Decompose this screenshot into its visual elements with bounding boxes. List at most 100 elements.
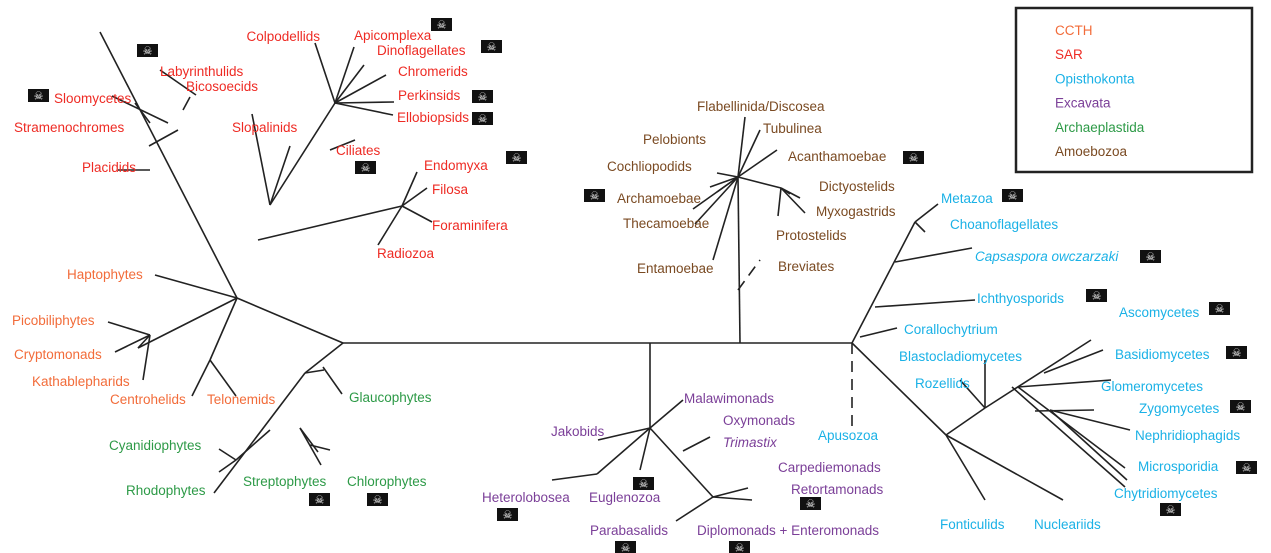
tree-branch bbox=[1049, 409, 1128, 481]
tree-branch bbox=[694, 176, 739, 225]
tree-branch bbox=[596, 427, 651, 475]
taxon-label-filosa: Filosa bbox=[432, 182, 469, 197]
tree-branch bbox=[154, 274, 238, 299]
tree-branch bbox=[1017, 379, 1112, 388]
tree-branch bbox=[334, 46, 355, 104]
legend-entry-sar: SAR bbox=[1055, 47, 1083, 62]
taxon-ascomycetes-skull-icon: ☠ bbox=[1209, 302, 1230, 316]
taxon-label-pelobionts: Pelobionts bbox=[643, 132, 706, 147]
tree-branch bbox=[334, 102, 394, 116]
taxon-label-choanoflagellates: Choanoflagellates bbox=[950, 217, 1058, 232]
taxon-label-malawimonads: Malawimonads bbox=[684, 391, 774, 406]
taxon-label-cyanidiophytes: Cyanidiophytes bbox=[109, 438, 202, 453]
taxon-label-carpediemonads: Carpediemonads bbox=[778, 460, 881, 475]
tree-branch bbox=[299, 427, 322, 466]
taxon-euglenozoa-skull-icon: ☠ bbox=[633, 477, 654, 491]
taxon-label-capsaspora: Capsaspora owczarzaki bbox=[975, 249, 1119, 264]
taxon-label-ellobiopsids: Ellobiopsids bbox=[397, 110, 469, 125]
taxon-basidiomycetes-skull-icon: ☠ bbox=[1226, 346, 1247, 360]
svg-text:☠: ☠ bbox=[512, 152, 522, 165]
taxon-chytridiomycetes-skull-icon: ☠ bbox=[1160, 503, 1181, 517]
tree-branch bbox=[692, 176, 739, 210]
tree-branch bbox=[597, 427, 651, 441]
tree-branch bbox=[851, 342, 947, 436]
taxon-zygomycetes-skull-icon: ☠ bbox=[1230, 400, 1251, 414]
tree-branch bbox=[334, 74, 387, 104]
taxon-label-acanthamoebae: Acanthamoebae bbox=[788, 149, 886, 164]
tree-branch bbox=[182, 96, 191, 111]
taxon-label-glomeromycetes: Glomeromycetes bbox=[1101, 379, 1203, 394]
tree-branch bbox=[377, 205, 403, 246]
svg-text:☠: ☠ bbox=[503, 509, 513, 522]
taxon-label-perkinsids: Perkinsids bbox=[398, 88, 461, 103]
tree-branch bbox=[874, 299, 976, 308]
taxon-label-metazoa: Metazoa bbox=[941, 191, 993, 206]
legend-entry-archaeplastida: Archaeplastida bbox=[1055, 120, 1145, 135]
tree-branch bbox=[737, 129, 761, 178]
tree-branch bbox=[945, 434, 986, 501]
legend-entry-ccth: CCTH bbox=[1055, 23, 1093, 38]
taxon-label-haptophytes: Haptophytes bbox=[67, 267, 143, 282]
tree-branch bbox=[401, 187, 428, 207]
taxon-label-breviates: Breviates bbox=[778, 259, 835, 274]
svg-text:☠: ☠ bbox=[909, 152, 919, 165]
taxon-label-diplomonads: Diplomonads + Enteromonads bbox=[697, 523, 879, 538]
taxon-heterolobosea-skull-icon: ☠ bbox=[497, 508, 518, 522]
taxon-apicomplexa-skull-icon: ☠ bbox=[431, 18, 452, 32]
taxon-label-kathablepharids: Kathablepharids bbox=[32, 374, 130, 389]
taxon-labyrinthulids-skull-icon: ☠ bbox=[137, 44, 158, 58]
taxon-ichthyosporids-skull-icon: ☠ bbox=[1086, 289, 1107, 303]
tree-branch bbox=[304, 369, 325, 374]
taxon-capsaspora-skull-icon: ☠ bbox=[1140, 250, 1161, 264]
tree-branch bbox=[639, 427, 651, 471]
taxon-label-heterolobosea: Heterolobosea bbox=[482, 490, 570, 505]
svg-text:☠: ☠ bbox=[143, 45, 153, 58]
taxon-label-fonticulids: Fonticulids bbox=[940, 517, 1005, 532]
tree-branch bbox=[309, 444, 331, 451]
taxon-label-ichthyosporids: Ichthyosporids bbox=[977, 291, 1064, 306]
taxon-label-chromerids: Chromerids bbox=[398, 64, 468, 79]
tree-branch bbox=[1043, 349, 1104, 374]
tree-branch bbox=[401, 171, 418, 207]
dashed-branch bbox=[737, 259, 761, 291]
tree-branch bbox=[304, 342, 344, 374]
tree-branch bbox=[984, 339, 1092, 409]
svg-text:☠: ☠ bbox=[1232, 347, 1242, 360]
tree-branch bbox=[959, 379, 986, 409]
legend-entry-amoebozoa: Amoebozoa bbox=[1055, 144, 1128, 159]
tree-branch bbox=[777, 187, 782, 217]
tree-branch bbox=[649, 427, 714, 498]
tree-branch bbox=[737, 176, 782, 189]
tree-branch bbox=[709, 176, 739, 188]
svg-text:☠: ☠ bbox=[735, 542, 745, 553]
tree-branches bbox=[99, 31, 1131, 522]
tree-branch bbox=[716, 172, 739, 178]
taxon-label-sloomycetes: Sloomycetes bbox=[54, 91, 132, 106]
taxon-retortamonads-skull-icon: ☠ bbox=[800, 497, 821, 511]
tree-branch bbox=[712, 496, 753, 501]
taxon-label-apusozoa: Apusozoa bbox=[818, 428, 879, 443]
tree-branch bbox=[737, 116, 746, 178]
taxon-label-euglenozoa: Euglenozoa bbox=[589, 490, 661, 505]
tree-branch bbox=[218, 459, 237, 473]
taxon-label-nucleariids: Nucleariids bbox=[1034, 517, 1101, 532]
taxon-diplomonads-skull-icon: ☠ bbox=[729, 541, 750, 553]
tree-branch bbox=[401, 205, 433, 223]
taxon-label-placidids: Placidids bbox=[82, 160, 136, 175]
taxon-label-endomyxa: Endomyxa bbox=[424, 158, 488, 173]
svg-text:☠: ☠ bbox=[478, 91, 488, 104]
taxon-label-ciliates: Ciliates bbox=[336, 143, 381, 158]
taxon-label-trimastix: Trimastix bbox=[723, 435, 778, 450]
tree-branch bbox=[159, 69, 197, 96]
taxon-label-labyrinthulids: Labyrinthulids bbox=[160, 64, 244, 79]
taxon-label-colpodellids: Colpodellids bbox=[246, 29, 320, 44]
tree-branch bbox=[682, 436, 711, 452]
svg-text:☠: ☠ bbox=[437, 19, 447, 32]
tree-branch bbox=[945, 407, 986, 436]
tree-branch bbox=[251, 113, 271, 206]
skull-markers: ☠☠☠☠☠☠☠☠☠☠☠☠☠☠☠☠☠☠☠☠☠☠☠☠☠ bbox=[28, 18, 1257, 553]
taxon-label-zygomycetes: Zygomycetes bbox=[1139, 401, 1220, 416]
taxon-label-cryptomonads: Cryptomonads bbox=[14, 347, 102, 362]
taxon-label-rozellids: Rozellids bbox=[915, 376, 970, 391]
tree-branch bbox=[329, 139, 356, 151]
